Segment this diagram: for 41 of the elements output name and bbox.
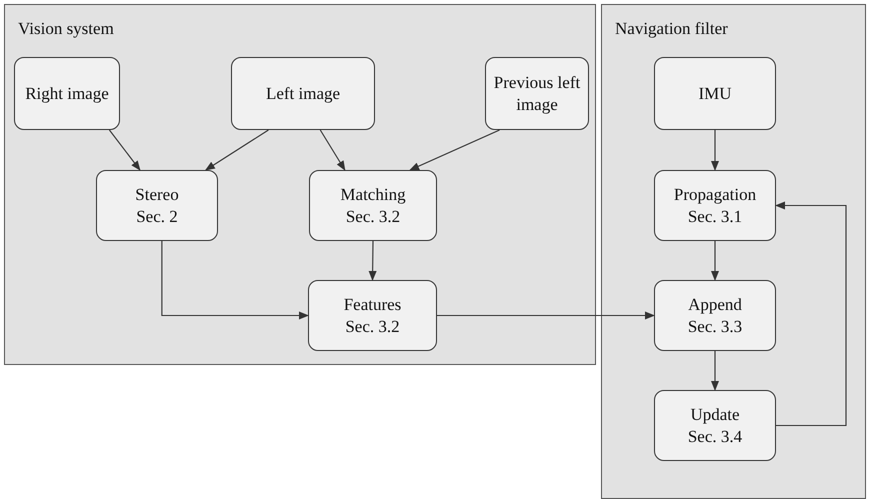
box-label: Sec. 3.4 [686,426,744,448]
box-label: IMU [697,82,733,104]
arrow [108,130,141,171]
box-label: Matching [339,184,407,206]
panel-heading: Vision system [18,18,114,40]
box-label: Sec. 3.2 [344,206,402,228]
box-label: Stereo [134,184,180,206]
process-box [654,390,776,461]
box-label: Propagation [672,184,758,206]
arrow [711,241,719,281]
arrow [711,130,719,171]
box-label: Sec. 2 [135,206,179,228]
arrow [161,241,309,320]
arrow [437,312,655,320]
arrow [711,351,719,391]
process-box [231,57,375,130]
process-box [654,57,776,130]
arrow [204,130,269,171]
box-label: Left image [264,82,342,104]
box-label: Previous left image [492,72,582,116]
box-label: Sec. 3.3 [686,316,744,338]
box-label: Right image [24,82,110,104]
process-box [308,280,437,351]
box-label: Sec. 3.2 [344,316,401,338]
box-label: Sec. 3.1 [686,206,744,228]
arrow [775,202,847,426]
process-box [309,170,437,241]
group-panel [601,4,866,499]
box-label: Update [689,404,741,426]
box-label: Append [687,294,743,316]
process-box [485,57,589,130]
process-box [96,170,218,241]
box-label: Features [342,294,402,316]
process-box [654,280,776,351]
panel-heading: Navigation filter [615,18,728,40]
group-panel [4,4,596,365]
arrow [320,130,346,171]
process-box [654,170,776,241]
arrow [368,241,377,281]
arrow [409,130,500,170]
process-box [14,57,120,130]
